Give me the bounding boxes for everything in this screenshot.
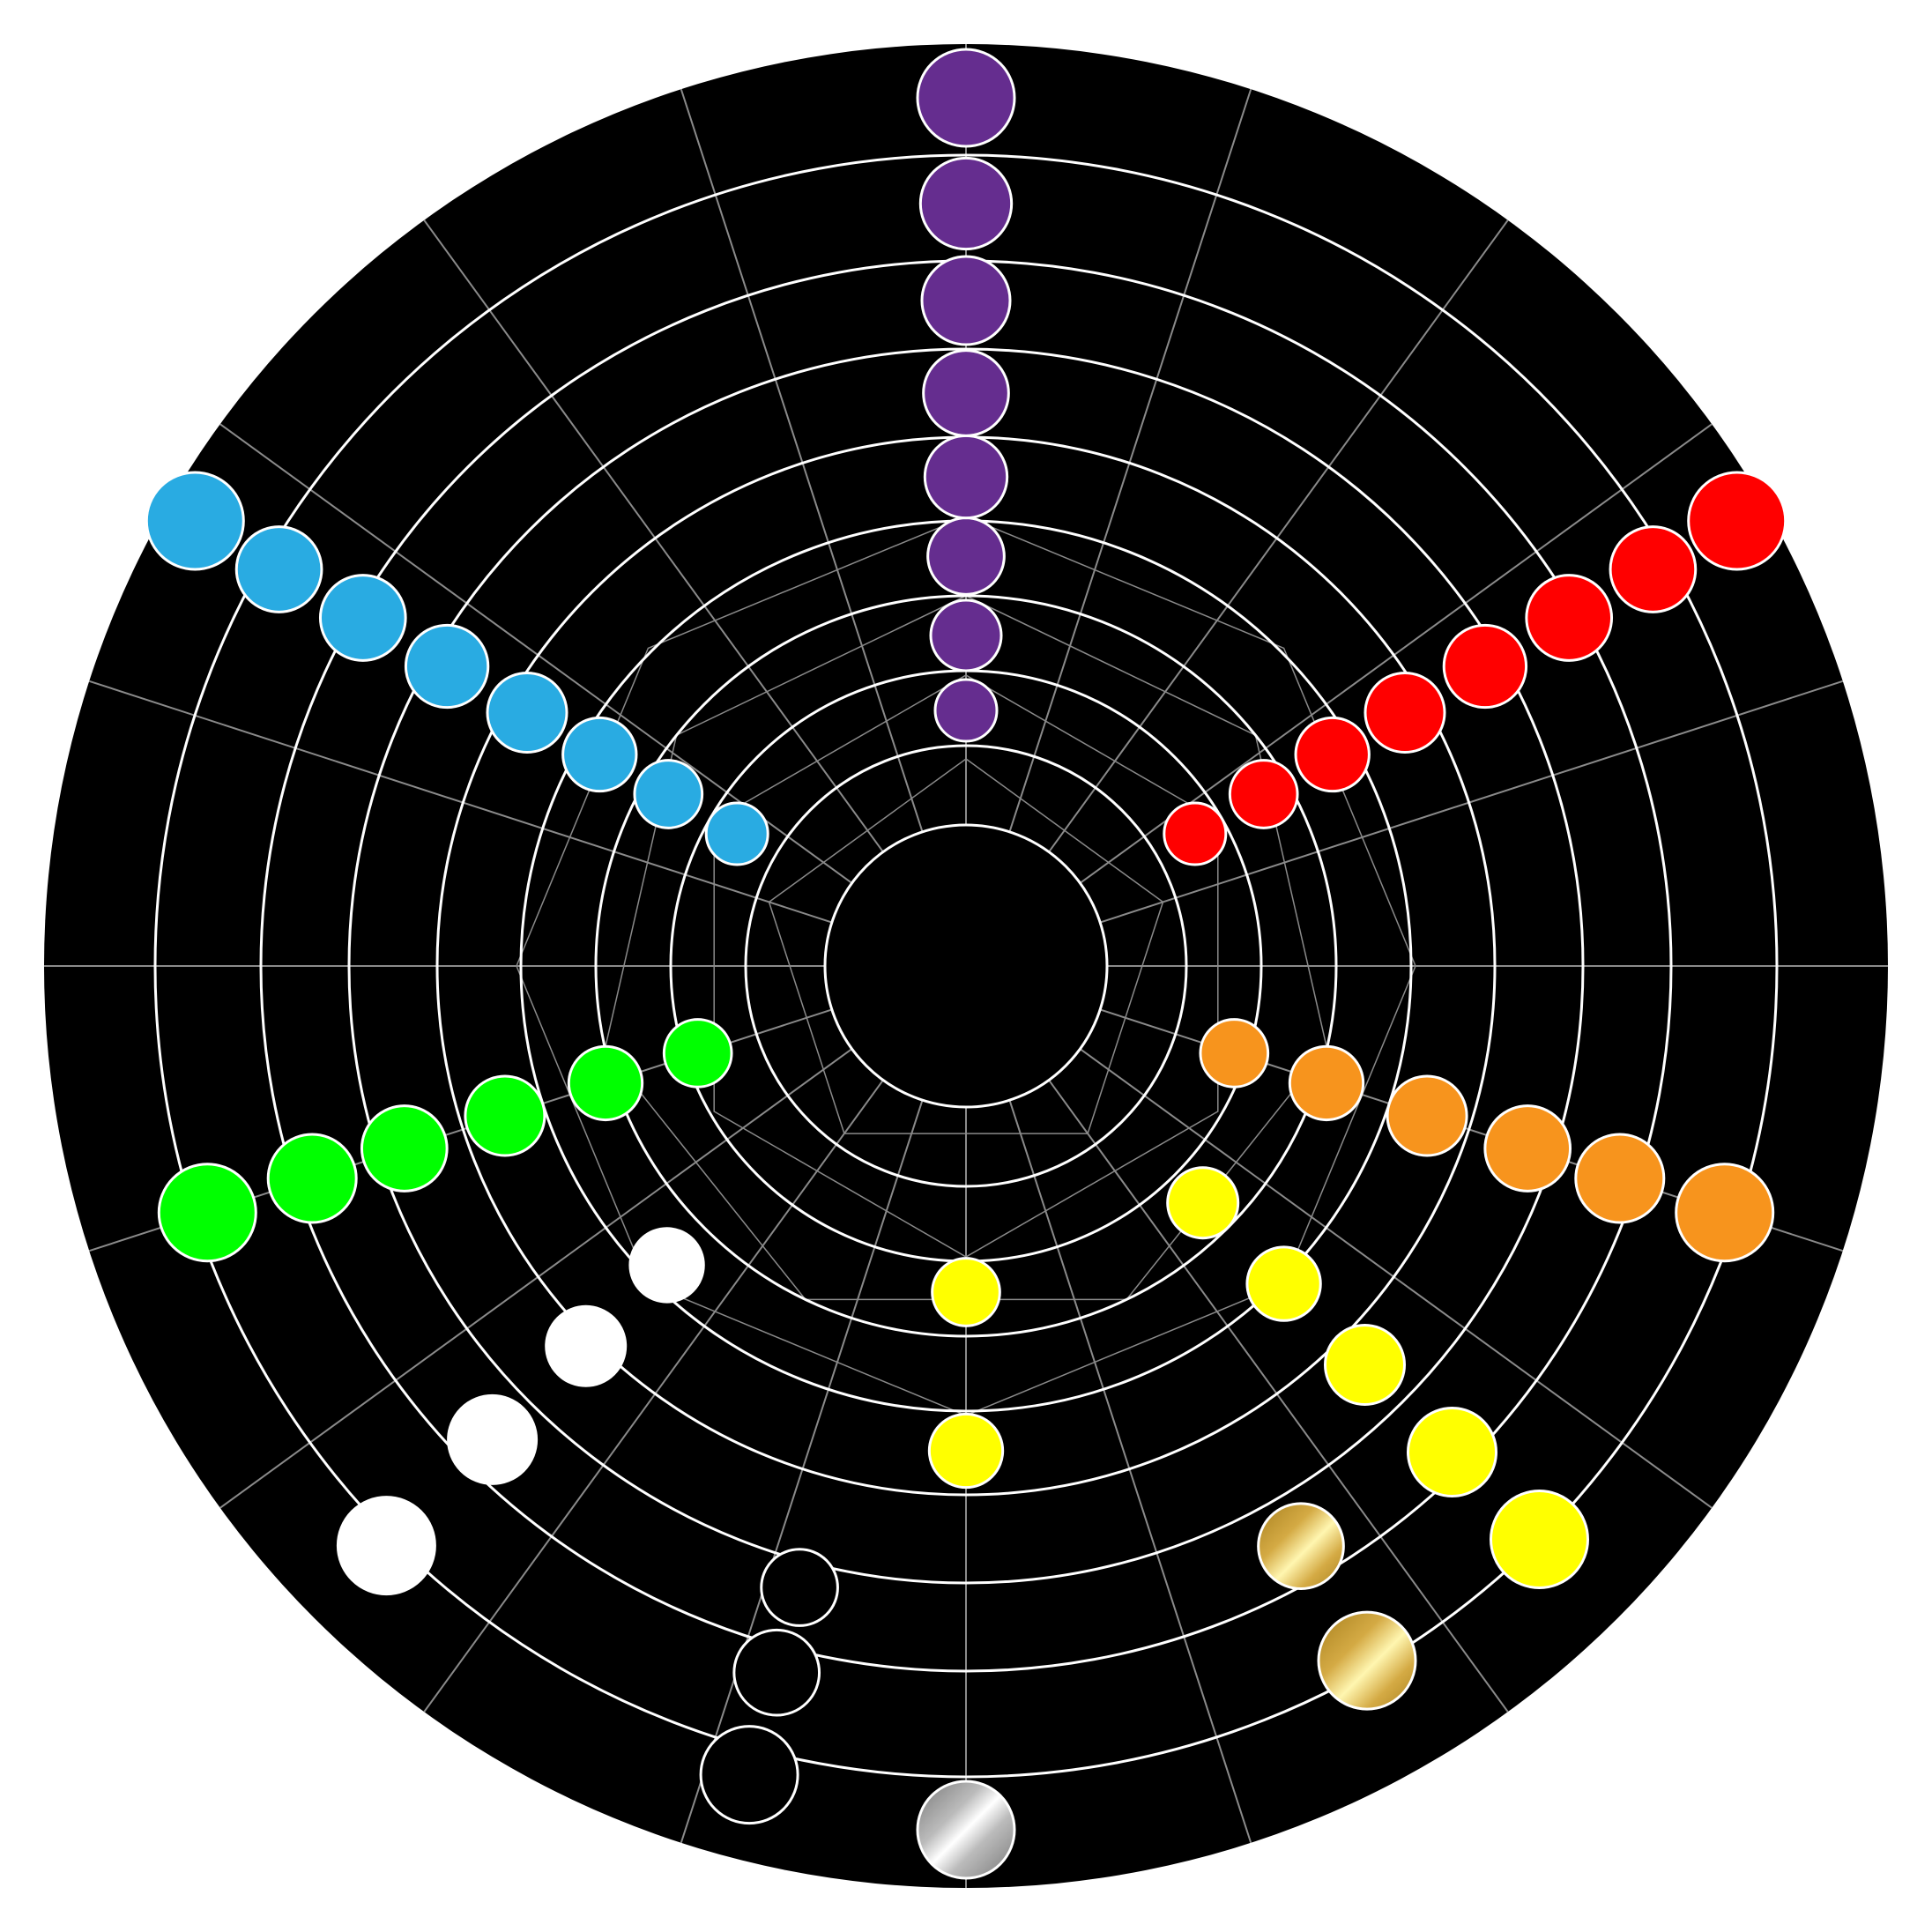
spoke-line [423,219,884,853]
ring [823,823,1109,1109]
white-dot [545,1304,628,1387]
spoke-line [680,1099,924,1844]
white-dot [336,1496,436,1596]
red-dot [1294,716,1371,793]
orange-dot [1675,1163,1775,1263]
red-dot [1442,623,1528,710]
green-dot [567,1044,644,1122]
yellow-dot [1245,1245,1322,1322]
black-dot [732,1628,821,1717]
red-dot [1364,672,1446,754]
blue-dot [318,574,407,662]
gold-dot [1257,1502,1345,1591]
orange-dot [1574,1133,1666,1224]
black-dot [760,1548,839,1627]
violet-dot [920,255,1012,346]
spoke-line [219,1048,853,1509]
spoke-line [1048,219,1509,853]
orange-dot [1386,1074,1468,1157]
violet-dot [922,349,1010,437]
violet-dot [933,678,999,743]
red-dot [1687,471,1787,571]
blue-dot [704,801,769,866]
orange-dot [1483,1104,1572,1193]
green-dot [157,1163,257,1263]
yellow-center-dot [931,1257,1001,1327]
red-dot [1525,574,1614,662]
green-dot [464,1074,546,1157]
spoke-line [1079,1048,1713,1509]
yellow-dot [1324,1324,1406,1406]
ring [347,347,1585,1585]
spoke-line [423,1079,884,1713]
blue-dot [145,471,245,571]
violet-dot [916,48,1016,148]
ring [744,744,1188,1188]
colored-dots [145,48,1787,1880]
green-dot [662,1018,733,1089]
blue-dot [404,623,490,710]
yellow-dot [1490,1490,1589,1589]
yellow-center-dot [927,1412,1005,1490]
violet-dot [929,598,1003,672]
yellow-dot [1166,1166,1240,1240]
green-dot [360,1104,449,1193]
violet-dot [918,156,1014,251]
orange-dot [1199,1018,1270,1089]
red-dot [1228,759,1299,829]
gold-dot [1317,1610,1417,1711]
ring [594,594,1338,1338]
violet-dot [923,434,1009,520]
spoke-line [1008,1099,1252,1844]
spoke-line [680,88,924,833]
white-dot [447,1393,539,1485]
silver-dot [916,1780,1016,1880]
blue-dot [561,716,638,793]
white-dot [628,1227,705,1304]
web-polygon [768,758,1164,1134]
blue-dot [486,672,568,754]
blue-dot [633,759,704,829]
orange-dot [1288,1044,1365,1122]
violet-dot [926,516,1006,596]
spoke-line [88,680,833,924]
spoke-line [1008,88,1252,833]
red-dot [1609,525,1698,613]
ring [153,153,1779,1779]
spoke-line [1048,1079,1509,1713]
concentric-rings [153,153,1779,1779]
yellow-dot [1407,1407,1497,1497]
black-dot [699,1725,799,1825]
green-dot [266,1133,358,1224]
red-dot [1163,801,1228,866]
blue-dot [234,525,323,613]
spoke-line [1099,680,1844,924]
